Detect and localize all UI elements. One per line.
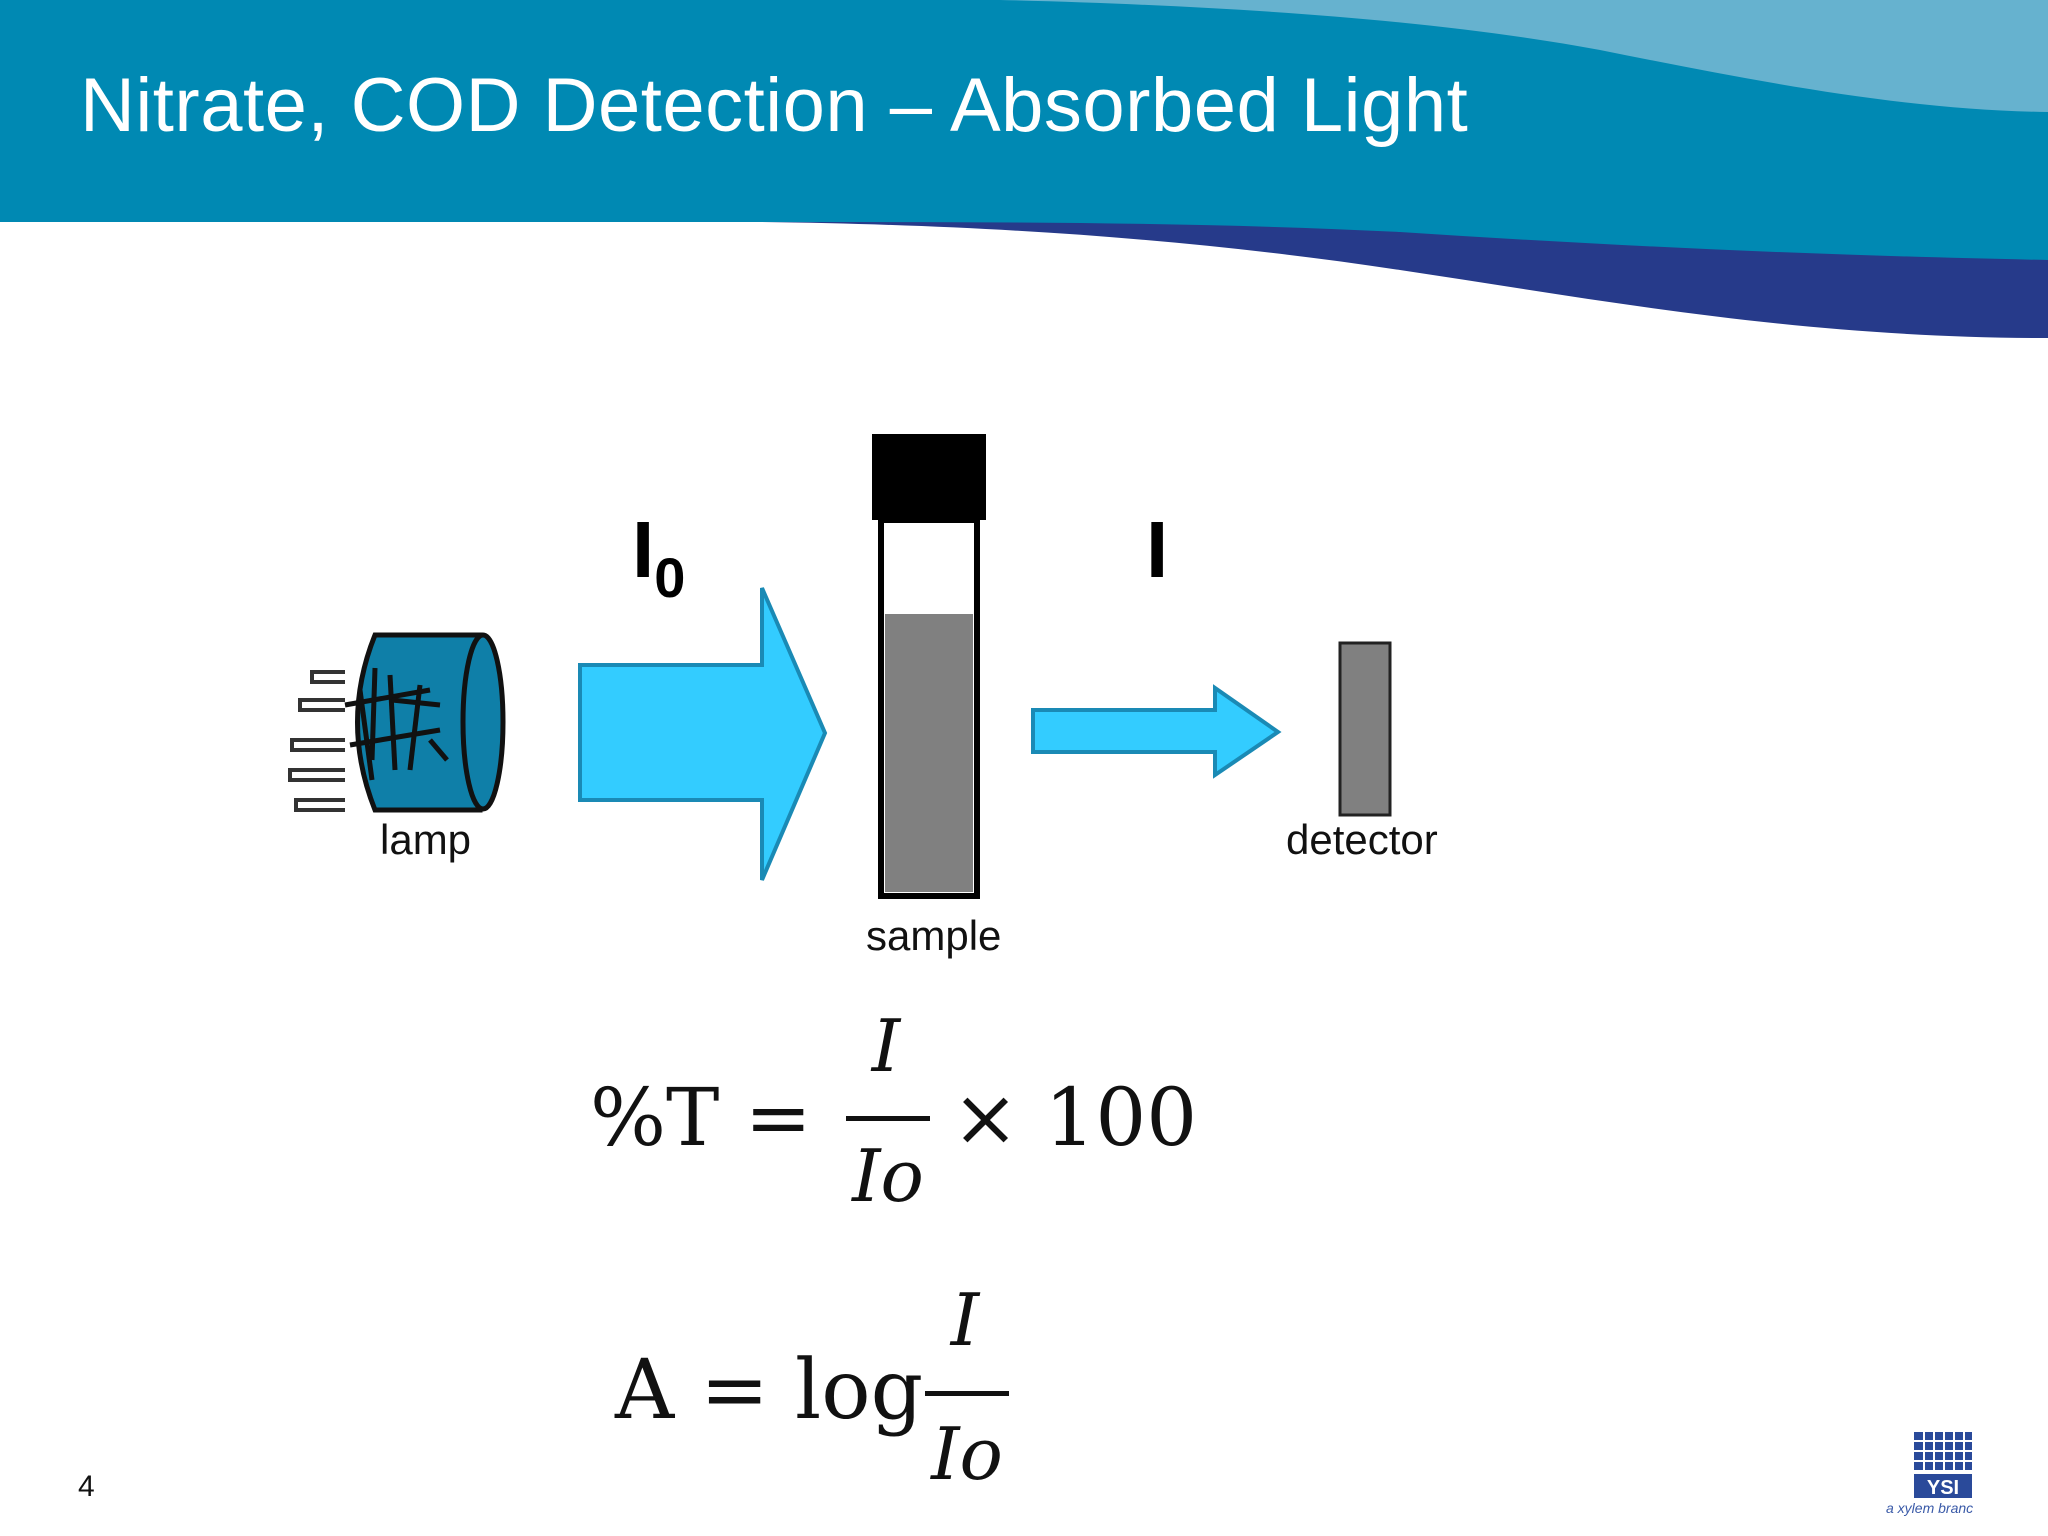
- slide-title: Nitrate, COD Detection – Absorbed Light: [80, 63, 1469, 148]
- transmitted-light-arrow: [1031, 684, 1282, 779]
- incident-intensity-label: I0: [632, 510, 685, 606]
- page-number: 4: [78, 1470, 95, 1503]
- absorbance-fraction-bar: [925, 1391, 1009, 1396]
- lamp-label: lamp: [380, 816, 472, 863]
- transmittance-lhs: %T =: [590, 1071, 812, 1164]
- ysi-logo: YSI: [1914, 1432, 1972, 1499]
- absorbance-numerator: I: [950, 1278, 980, 1362]
- transmittance-denominator: Io: [852, 1134, 924, 1218]
- transmitted-intensity-label: I: [1146, 505, 1169, 594]
- header-banner: [0, 0, 2048, 338]
- lamp-icon: [344, 632, 506, 813]
- absorbance-lhs: A = log: [615, 1343, 924, 1438]
- sample-label: sample: [866, 912, 1002, 959]
- incident-intensity-subscript: 0: [654, 546, 686, 609]
- sample-cuvette: [872, 434, 986, 899]
- absorbance-denominator: Io: [931, 1412, 1003, 1496]
- transmittance-fraction-bar: [846, 1116, 930, 1121]
- transmittance-numerator: I: [871, 1004, 901, 1088]
- transmittance-rhs: × 100: [952, 1071, 1198, 1164]
- detector-icon: [1338, 641, 1392, 817]
- incident-intensity-symbol: I: [632, 505, 655, 594]
- incident-light-arrow: [578, 587, 828, 881]
- banner-teal: [0, 0, 2048, 260]
- banner-light-wave: [1000, 0, 2048, 112]
- detector-label: detector: [1286, 816, 1438, 863]
- logo-text: YSI: [1927, 1477, 1959, 1499]
- lamp-pins: [288, 670, 345, 812]
- brand-tagline: a xylem branc: [1886, 1500, 1974, 1516]
